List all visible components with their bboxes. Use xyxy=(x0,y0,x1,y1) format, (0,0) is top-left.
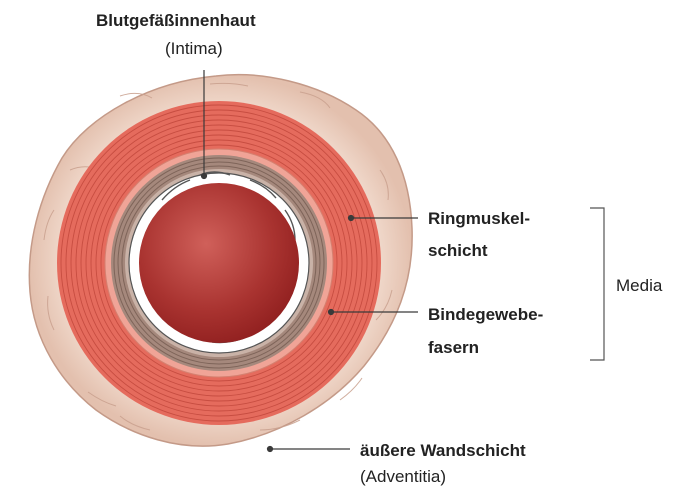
ringmuskel-label-line2: schicht xyxy=(428,240,488,261)
media-label: Media xyxy=(616,275,662,296)
bindegewebe-label-line2: fasern xyxy=(428,337,479,358)
adventitia-title-label: äußere Wandschicht xyxy=(360,440,526,461)
lumen xyxy=(139,183,299,343)
intima-title-label: Blutgefäßinnenhaut xyxy=(96,10,256,31)
intima-subtitle-label: (Intima) xyxy=(165,38,223,59)
ringmuskel-label-line1: Ringmuskel- xyxy=(428,208,530,229)
bindegewebe-label-line1: Bindegewebe- xyxy=(428,304,543,325)
media-bracket xyxy=(590,208,604,360)
adventitia-subtitle-label: (Adventitia) xyxy=(360,466,446,487)
